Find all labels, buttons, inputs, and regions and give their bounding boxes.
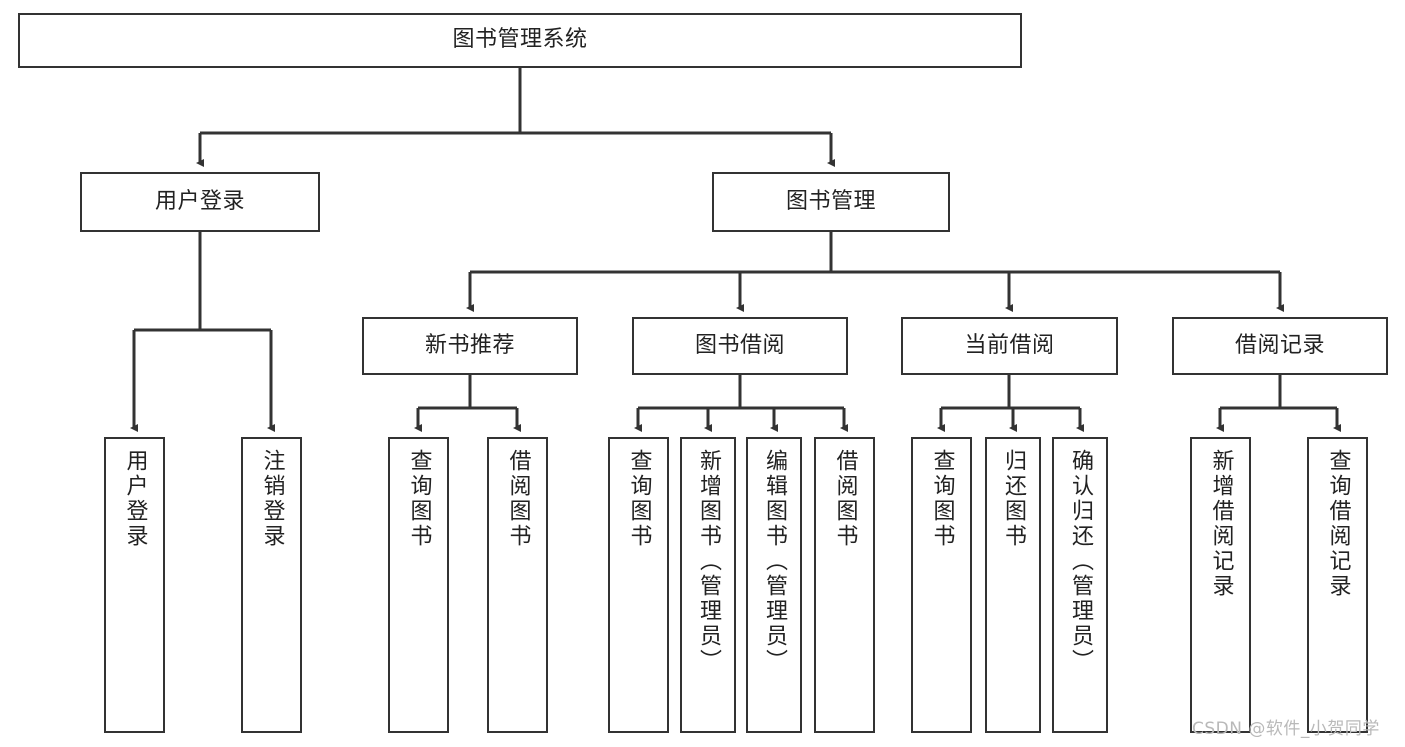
node-leaf-edit-book[interactable]: 编辑图书（管理员）	[746, 437, 802, 733]
node-leaf-query-book-3[interactable]: 查询图书	[911, 437, 972, 733]
node-leaf-confirm-return[interactable]: 确认归还（管理员）	[1052, 437, 1108, 733]
node-borrow-record[interactable]: 借阅记录	[1172, 317, 1388, 375]
node-leaf-borrow-book-2-label: 借阅图书	[832, 449, 858, 549]
node-leaf-query-book-1[interactable]: 查询图书	[388, 437, 449, 733]
node-leaf-query-book-2[interactable]: 查询图书	[608, 437, 669, 733]
node-leaf-user-login[interactable]: 用户登录	[104, 437, 165, 733]
node-leaf-query-borrow-record[interactable]: 查询借阅记录	[1307, 437, 1368, 733]
node-leaf-user-login-label: 用户登录	[122, 449, 148, 549]
node-leaf-logout-login-label: 注销登录	[259, 449, 285, 549]
node-leaf-return-book[interactable]: 归还图书	[985, 437, 1041, 733]
node-leaf-add-book-label: 新增图书（管理员）	[696, 449, 721, 674]
node-new-book-recommend-label: 新书推荐	[424, 332, 515, 358]
node-current-borrow-label: 当前借阅	[964, 332, 1055, 358]
edge-new-book-recommend-to-leaves	[414, 375, 521, 432]
node-leaf-query-book-1-label: 查询图书	[406, 449, 432, 549]
node-leaf-add-book[interactable]: 新增图书（管理员）	[680, 437, 736, 733]
node-leaf-borrow-book-1-label: 借阅图书	[505, 449, 531, 549]
node-book-borrow[interactable]: 图书借阅	[632, 317, 848, 375]
node-leaf-query-book-3-label: 查询图书	[929, 449, 955, 549]
edge-current-borrow-to-leaves	[937, 375, 1084, 432]
edge-borrow-record-to-leaves	[1216, 375, 1341, 432]
node-leaf-logout-login[interactable]: 注销登录	[241, 437, 302, 733]
node-new-book-recommend[interactable]: 新书推荐	[362, 317, 578, 375]
node-root-label: 图书管理系统	[452, 27, 588, 53]
node-leaf-borrow-book-1[interactable]: 借阅图书	[487, 437, 548, 733]
node-leaf-edit-book-label: 编辑图书（管理员）	[762, 449, 787, 674]
node-leaf-confirm-return-label: 确认归还（管理员）	[1068, 449, 1093, 674]
node-user-login-label: 用户登录	[154, 188, 245, 214]
node-book-management-label: 图书管理	[785, 188, 876, 214]
node-book-borrow-label: 图书借阅	[694, 332, 785, 358]
node-user-login[interactable]: 用户登录	[80, 172, 320, 232]
edge-user-login-to-leaves	[130, 232, 275, 432]
edge-book-management-to-level3	[466, 232, 1284, 312]
node-leaf-borrow-book-2[interactable]: 借阅图书	[814, 437, 875, 733]
node-root[interactable]: 图书管理系统	[18, 13, 1022, 68]
node-borrow-record-label: 借阅记录	[1234, 332, 1325, 358]
edge-book-borrow-to-leaves	[634, 375, 848, 432]
edge-root-to-level2	[196, 68, 835, 167]
node-book-management[interactable]: 图书管理	[712, 172, 950, 232]
node-leaf-return-book-label: 归还图书	[1001, 449, 1026, 549]
node-leaf-query-book-2-label: 查询图书	[626, 449, 652, 549]
node-leaf-add-borrow-record-label: 新增借阅记录	[1208, 449, 1234, 599]
node-leaf-query-borrow-record-label: 查询借阅记录	[1325, 449, 1351, 599]
node-leaf-add-borrow-record[interactable]: 新增借阅记录	[1190, 437, 1251, 733]
node-current-borrow[interactable]: 当前借阅	[901, 317, 1118, 375]
